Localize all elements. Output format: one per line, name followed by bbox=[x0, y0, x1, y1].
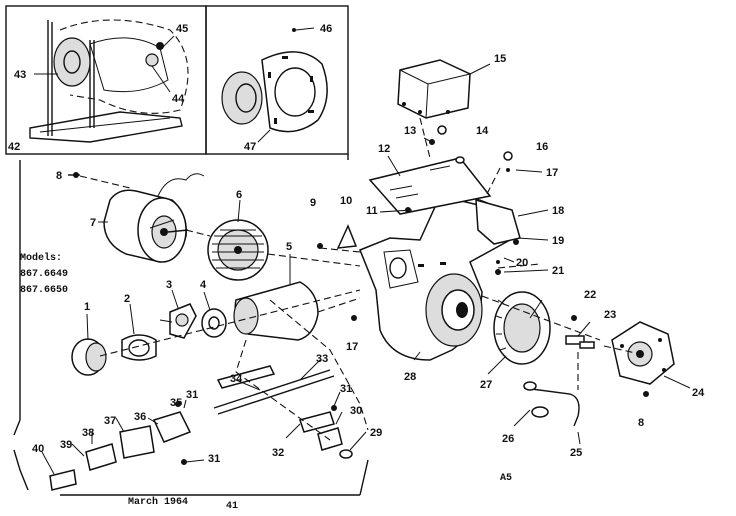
callout-12: 12 bbox=[378, 143, 390, 155]
callout-13: 13 bbox=[404, 125, 416, 137]
callout-6: 6 bbox=[236, 189, 242, 201]
callout-15: 15 bbox=[494, 53, 506, 65]
callout-30: 30 bbox=[350, 405, 362, 417]
callout-36: 36 bbox=[134, 411, 146, 423]
main-frame-border bbox=[13, 154, 369, 496]
callout-32: 32 bbox=[272, 447, 284, 459]
air-cone-flange bbox=[221, 27, 328, 143]
inset-right-frame bbox=[205, 5, 349, 155]
hardware-items bbox=[68, 125, 649, 397]
date-ref: 41 bbox=[226, 501, 238, 512]
callout-2: 2 bbox=[124, 293, 130, 305]
small-parts-row bbox=[71, 303, 227, 376]
leader-lines bbox=[41, 63, 691, 475]
callout-34: 34 bbox=[230, 373, 243, 385]
callout-35: 35 bbox=[170, 397, 182, 409]
air-band-part-19 bbox=[475, 198, 521, 245]
callout-17-center: 17 bbox=[346, 341, 358, 353]
callout-21: 21 bbox=[552, 265, 564, 277]
transformer-part-15 bbox=[397, 59, 471, 119]
callout-44: 44 bbox=[172, 93, 185, 105]
end-cone-part-27 bbox=[493, 291, 551, 365]
callout-20: 20 bbox=[516, 257, 528, 269]
callout-38: 38 bbox=[82, 427, 94, 439]
callout-47: 47 bbox=[244, 141, 256, 153]
callout-10: 10 bbox=[340, 195, 352, 207]
callout-40: 40 bbox=[32, 443, 44, 455]
callout-19: 19 bbox=[552, 235, 564, 247]
callout-31-upper: 31 bbox=[340, 383, 352, 395]
mounting-plate-part-12 bbox=[368, 157, 492, 215]
models-heading: Models: bbox=[20, 252, 62, 264]
callout-28: 28 bbox=[404, 371, 416, 383]
diagram-code: A5 bbox=[500, 473, 512, 484]
oil-line-part-25 bbox=[523, 387, 580, 427]
callout-33: 33 bbox=[316, 353, 328, 365]
callout-29: 29 bbox=[370, 427, 382, 439]
callout-45: 45 bbox=[176, 23, 188, 35]
callout-4: 4 bbox=[200, 279, 207, 291]
model-number-1: 867.6649 bbox=[20, 269, 68, 280]
callout-3: 3 bbox=[166, 279, 172, 291]
callout-16: 16 bbox=[536, 141, 548, 153]
burner-stand-assembly bbox=[29, 19, 189, 143]
blower-wheel-part-6 bbox=[207, 219, 269, 281]
callout-14: 14 bbox=[476, 125, 489, 137]
callout-31-left: 31 bbox=[186, 389, 198, 401]
model-number-2: 867.6650 bbox=[20, 285, 68, 296]
callout-25: 25 bbox=[570, 447, 582, 459]
callout-5: 5 bbox=[286, 241, 292, 253]
fuel-pump-part-24 bbox=[565, 321, 675, 385]
callout-24: 24 bbox=[692, 387, 705, 399]
callout-46: 46 bbox=[320, 23, 332, 35]
callout-18: 18 bbox=[552, 205, 564, 217]
callout-8-bottom: 8 bbox=[638, 417, 644, 429]
motor-part-7 bbox=[98, 173, 205, 263]
callout-1: 1 bbox=[84, 301, 90, 313]
nozzle-assembly bbox=[49, 365, 353, 491]
callout-43: 43 bbox=[14, 69, 26, 81]
callout-26: 26 bbox=[502, 433, 514, 445]
callout-23: 23 bbox=[604, 309, 616, 321]
callout-42: 42 bbox=[8, 141, 20, 153]
callout-37: 37 bbox=[104, 415, 116, 427]
callout-31-lower: 31 bbox=[208, 453, 220, 465]
callout-39: 39 bbox=[60, 439, 72, 451]
callout-11: 11 bbox=[366, 205, 378, 217]
callout-17-right: 17 bbox=[546, 167, 558, 179]
callout-7: 7 bbox=[90, 217, 96, 229]
burner-housing-part-28 bbox=[359, 195, 511, 361]
callout-22: 22 bbox=[584, 289, 596, 301]
date-note: March 1964 bbox=[128, 496, 188, 508]
callout-8-top: 8 bbox=[56, 170, 62, 182]
callout-9: 9 bbox=[310, 197, 316, 209]
callout-27: 27 bbox=[480, 379, 492, 391]
